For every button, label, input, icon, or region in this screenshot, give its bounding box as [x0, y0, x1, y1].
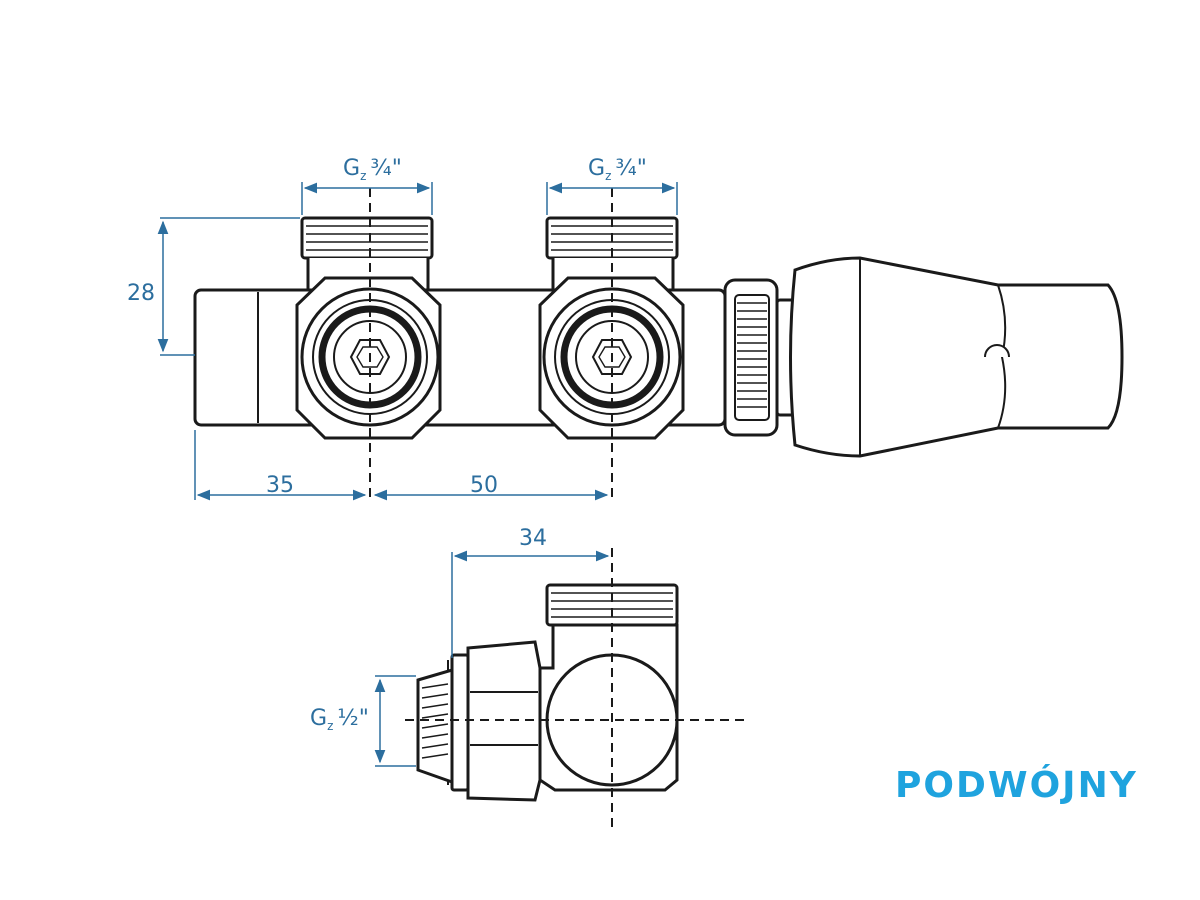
dim-label-28: 28	[127, 281, 155, 306]
left-port	[295, 276, 442, 440]
dim-label-50: 50	[470, 473, 498, 498]
top-centerlines	[369, 188, 613, 500]
knurled-ring	[723, 278, 797, 437]
dim-label-35: 35	[266, 473, 294, 498]
bottom-top-thread-fitting	[545, 583, 679, 627]
thermostatic-head	[789, 256, 1124, 458]
dimension-lines	[157, 182, 678, 767]
dim-label-34: 34	[519, 526, 547, 551]
bottom-view	[416, 583, 679, 802]
side-thread-stub	[416, 667, 454, 785]
product-name: PODWÓJNY	[895, 764, 1138, 806]
top-view	[193, 216, 1124, 458]
bottom-centerlines	[405, 548, 745, 830]
